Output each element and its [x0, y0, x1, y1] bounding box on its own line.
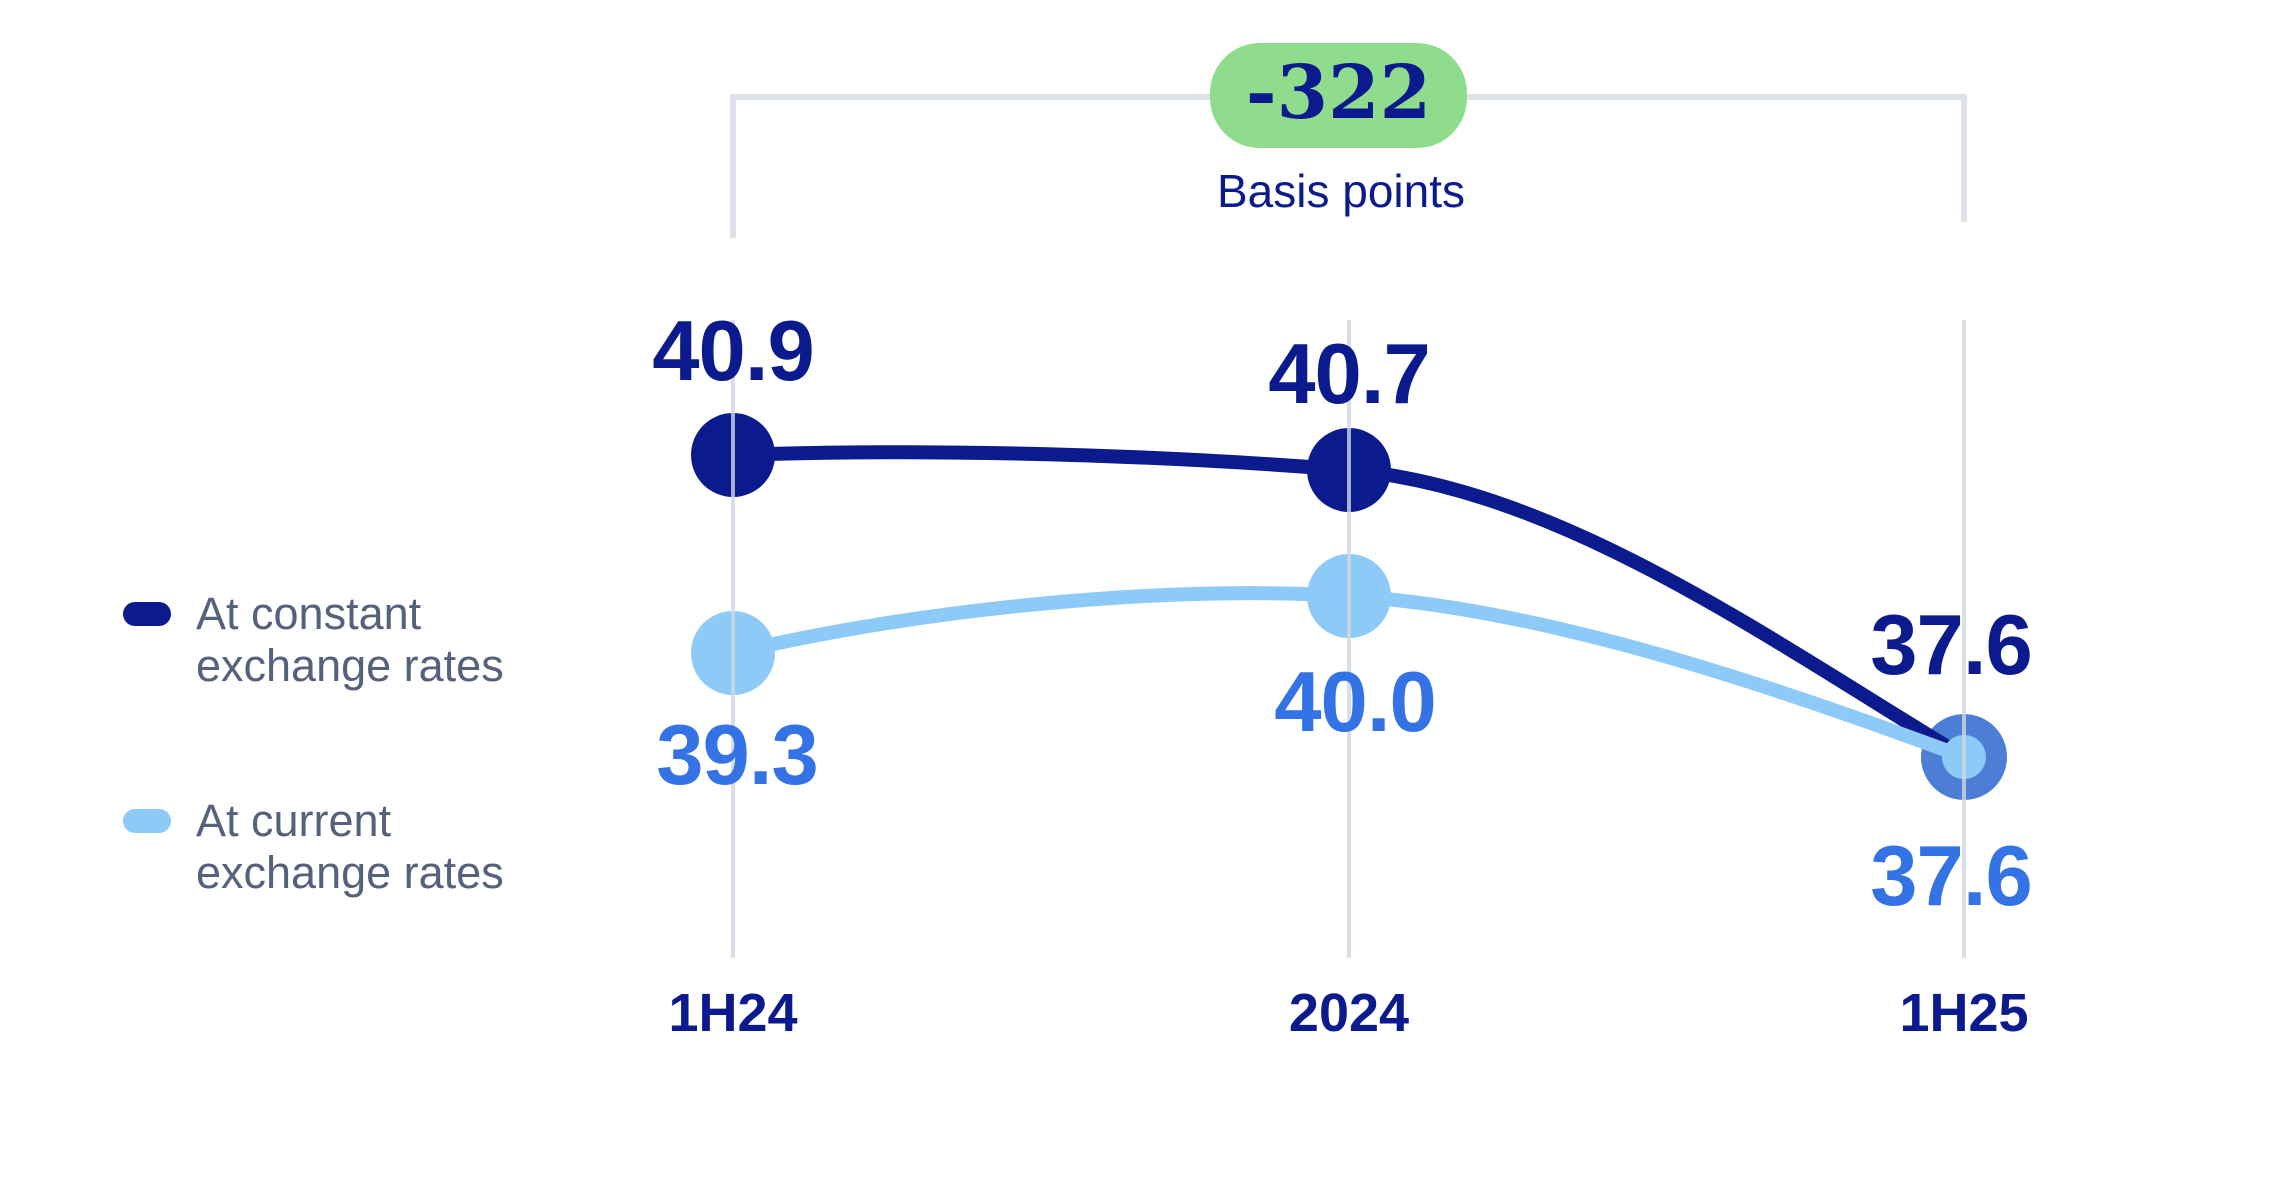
gridline-2024 — [1347, 320, 1351, 958]
delta-badge-value: -322 — [1245, 49, 1432, 136]
legend-label-constant: At constant exchange rates — [196, 588, 504, 692]
legend-item-constant-rates: At constant exchange rates — [123, 588, 504, 692]
legend-marker-current-icon — [123, 809, 171, 833]
x-axis-label-2024: 2024 — [1288, 983, 1410, 1043]
delta-badge: -322 — [1210, 43, 1467, 148]
gridline-1h25 — [1962, 320, 1966, 958]
legend-label-constant-line1: At constant — [196, 588, 422, 639]
legend-item-current-rates: At current exchange rates — [123, 795, 504, 899]
x-axis-label-1h25: 1H25 — [1899, 983, 2029, 1043]
value-label-constant-1h24: 40.9 — [652, 304, 814, 399]
legend-label-current: At current exchange rates — [196, 795, 504, 899]
delta-badge-caption: Basis points — [1216, 165, 1466, 217]
value-label-constant-1h25: 37.6 — [1870, 598, 2032, 693]
value-label-current-1h24: 39.3 — [656, 708, 818, 803]
value-label-current-2024: 40.0 — [1274, 655, 1436, 750]
legend-label-current-line1: At current — [196, 795, 392, 846]
legend-label-constant-line2: exchange rates — [196, 640, 504, 691]
value-label-constant-2024: 40.7 — [1268, 327, 1430, 422]
gridline-1h24 — [731, 320, 735, 958]
x-axis-label-1h24: 1H24 — [668, 983, 798, 1043]
value-label-current-1h25: 37.6 — [1870, 829, 2032, 924]
bracket-line-left — [730, 94, 736, 238]
legend-marker-constant-icon — [123, 602, 171, 626]
legend-label-current-line2: exchange rates — [196, 847, 504, 898]
bracket-line-right — [1961, 94, 1967, 222]
